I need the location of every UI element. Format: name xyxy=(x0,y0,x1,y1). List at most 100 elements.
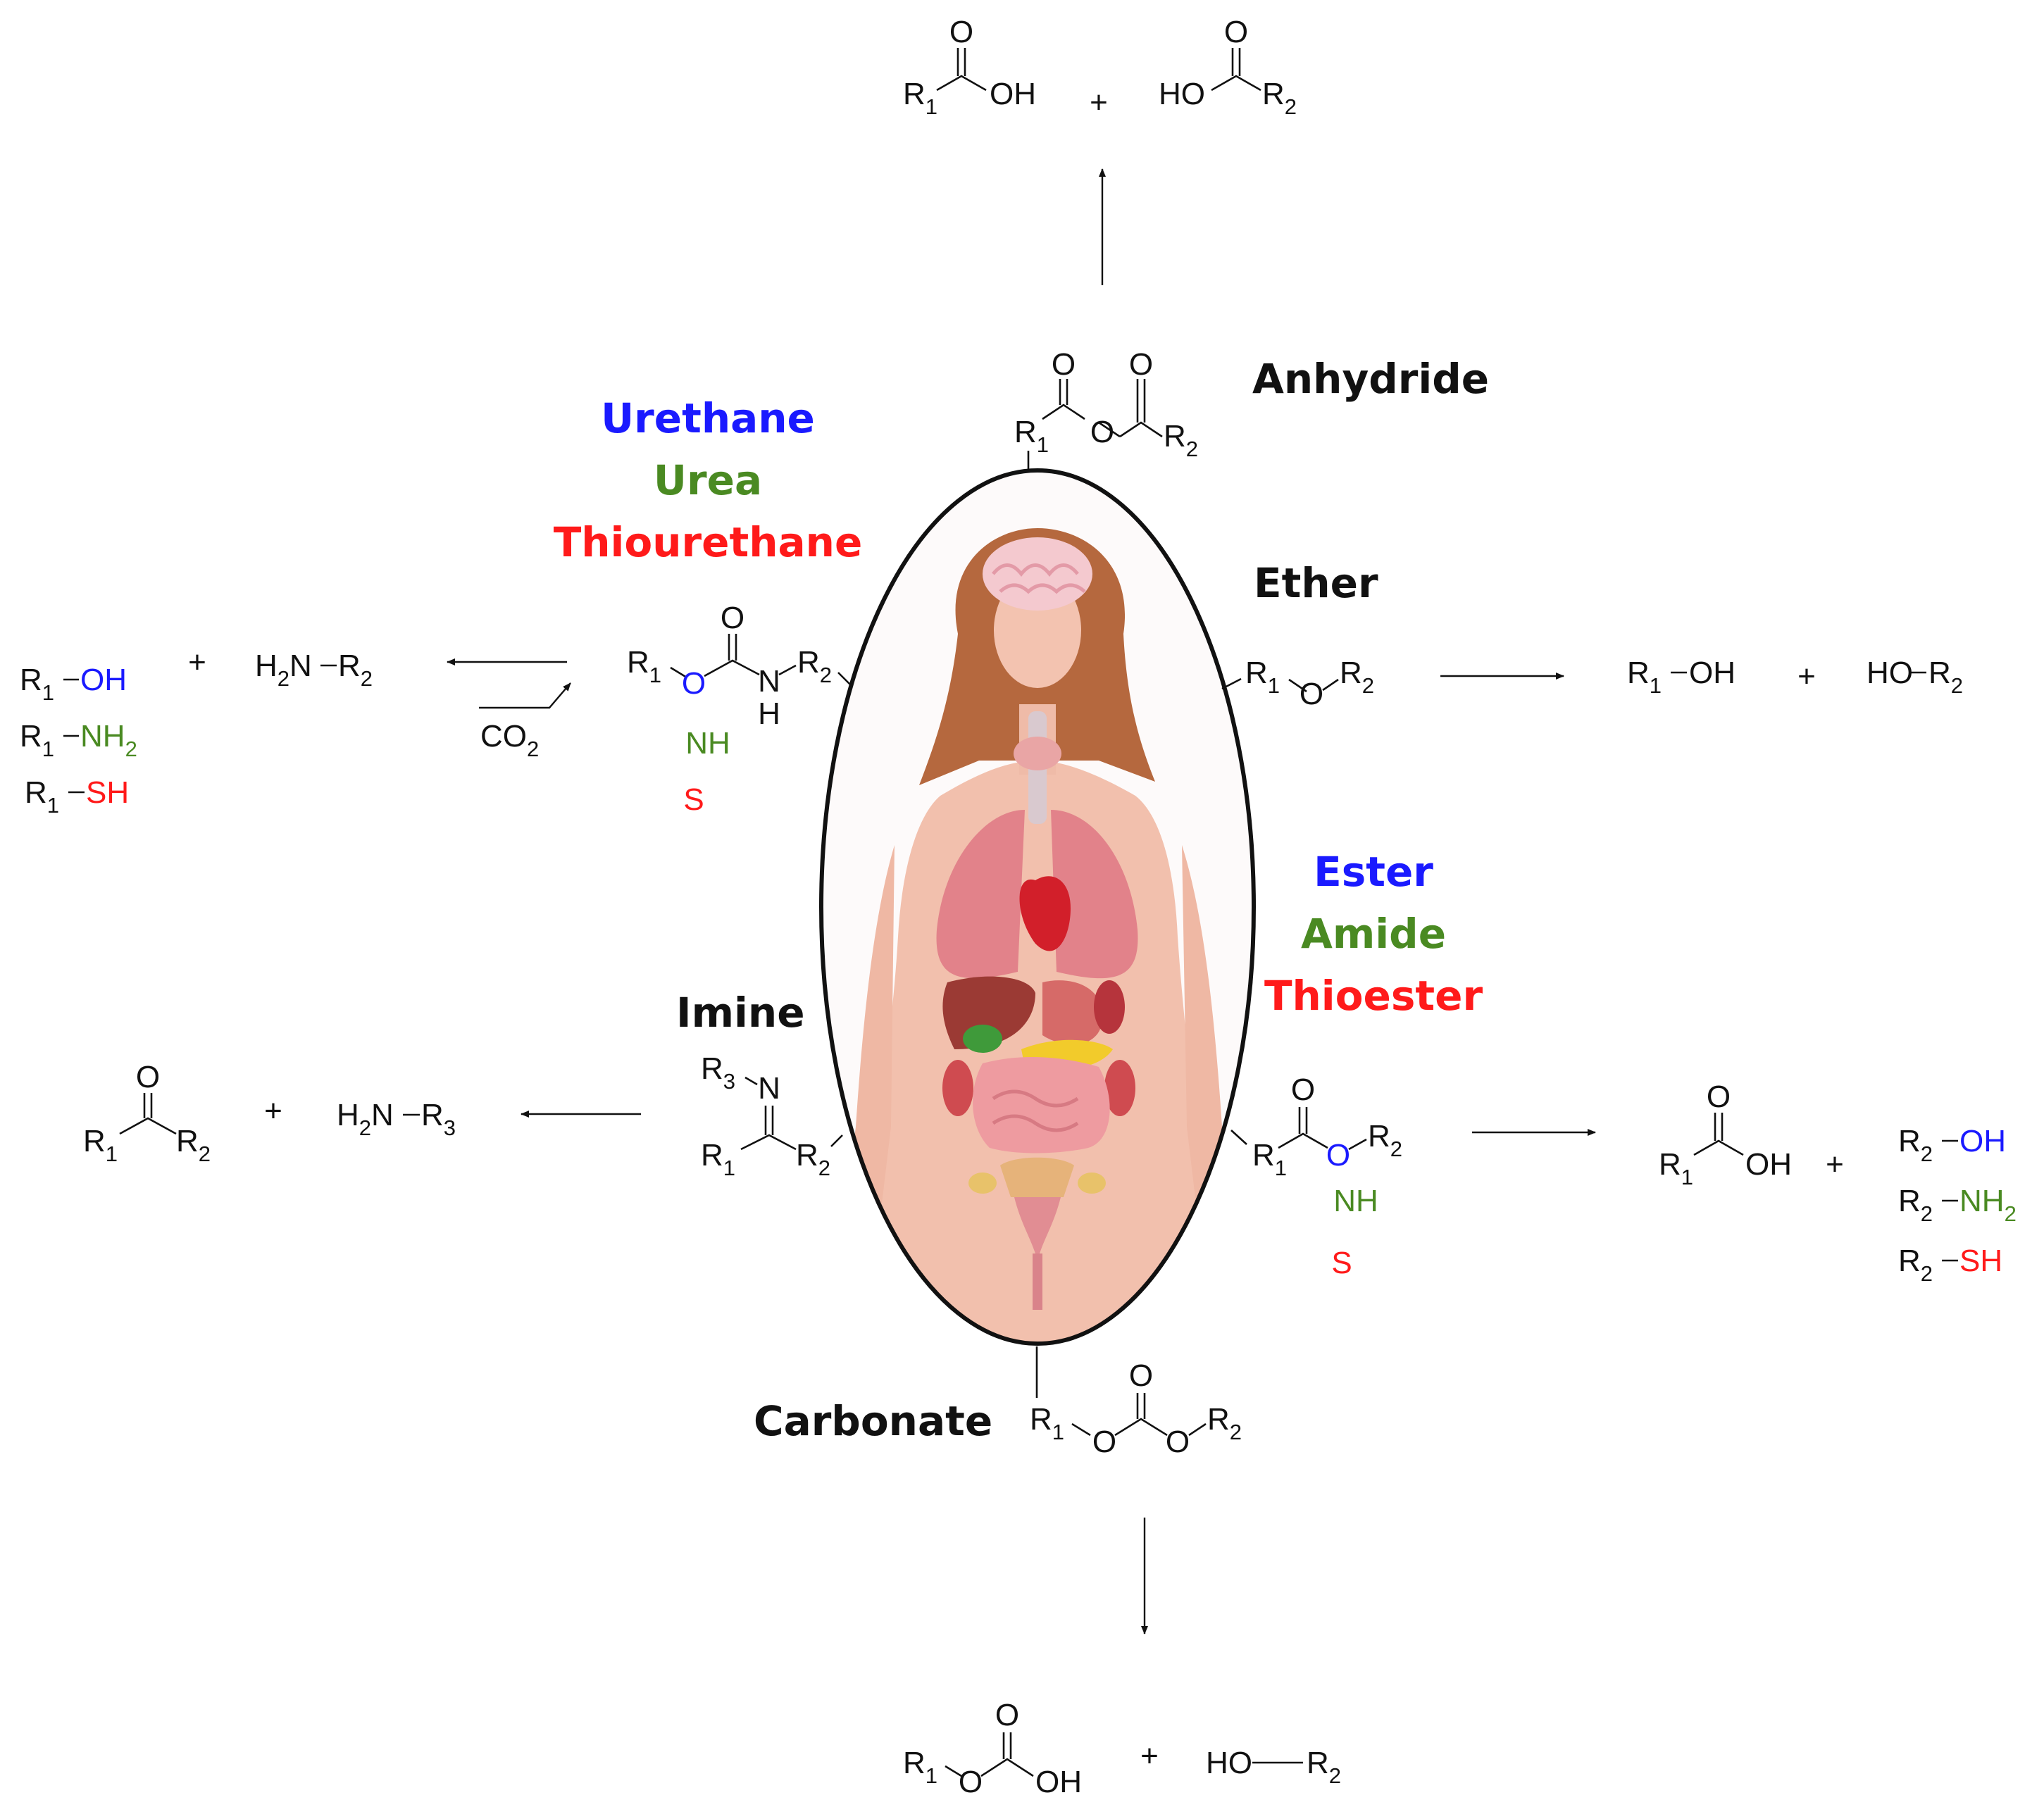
label-urea: Urea xyxy=(654,456,762,504)
carbonate-structure: R1 O O O R2 xyxy=(1030,1346,1242,1459)
label-thiourethane: Thiourethane xyxy=(554,518,863,566)
atom-oxygen: O xyxy=(1291,1073,1315,1107)
hydroxyl: OH xyxy=(1745,1147,1792,1182)
amine: NH2 xyxy=(1959,1184,2017,1226)
r-group: R1 xyxy=(903,77,937,119)
amine: H2N xyxy=(255,649,312,691)
r-group: R1 xyxy=(1014,415,1049,457)
atom-oxygen: O xyxy=(1224,15,1248,49)
r-group: R2 xyxy=(1307,1746,1341,1788)
amine: NH2 xyxy=(80,719,137,761)
r-group: R2 xyxy=(1262,77,1297,119)
ester-products: O R1 OH + R2 OH R2 NH2 R2 SH xyxy=(1659,1080,2017,1286)
co2-label: CO2 xyxy=(480,719,539,761)
amide-nh: NH xyxy=(1333,1184,1378,1218)
atom-oxygen: O xyxy=(1052,347,1076,382)
r-group: R2 xyxy=(1898,1184,1933,1226)
r-group: R1 xyxy=(903,1746,937,1788)
urethane-structure: R1 O O N H R2 NH S xyxy=(627,601,853,817)
thio-s: S xyxy=(1331,1246,1352,1280)
r-group: R2 xyxy=(1207,1402,1242,1444)
hydroxyl: OH xyxy=(1035,1765,1082,1799)
r-group: R2 xyxy=(338,649,373,691)
atom-oxygen: O xyxy=(1326,1138,1350,1173)
imine-products: O R1 R2 + H2N R3 xyxy=(83,1060,456,1166)
plus-sign: + xyxy=(1826,1147,1844,1182)
r-group: R2 xyxy=(1164,419,1198,461)
thiol: SH xyxy=(86,775,129,810)
atom-oxygen: O xyxy=(1707,1080,1731,1114)
r-group: R1 xyxy=(1252,1138,1287,1180)
r-group: R2 xyxy=(1340,656,1374,698)
r-group: R1 xyxy=(1659,1147,1693,1189)
r-group: R2 xyxy=(1928,656,1963,698)
r-group: R2 xyxy=(176,1124,211,1166)
atom-oxygen: O xyxy=(1300,677,1323,711)
atom-oxygen: O xyxy=(682,666,706,701)
plus-sign: + xyxy=(188,645,206,680)
label-ester: Ester xyxy=(1314,848,1433,896)
r-group: R1 xyxy=(1030,1402,1064,1444)
urethane-products: R1 OH R1 NH2 R1 SH + H2N R2 xyxy=(20,645,373,818)
atom-oxygen: O xyxy=(1092,1425,1116,1459)
ether-products: R1 OH + HO R2 xyxy=(1627,656,1963,698)
r-group: R1 xyxy=(83,1124,118,1166)
thio-s: S xyxy=(683,782,704,817)
atom-oxygen: O xyxy=(1166,1425,1190,1459)
atom-oxygen: O xyxy=(136,1060,160,1094)
label-urethane: Urethane xyxy=(601,394,815,442)
thiol: SH xyxy=(1959,1244,2002,1278)
plus-sign: + xyxy=(1090,85,1108,120)
plus-sign: + xyxy=(264,1094,282,1128)
anhydride-products: O R1 OH + O HO R2 xyxy=(903,15,1297,120)
label-anhydride: Anhydride xyxy=(1252,355,1489,403)
hydroxyl: OH xyxy=(80,663,127,697)
atom-oxygen: O xyxy=(1129,347,1153,382)
atom-oxygen: O xyxy=(1090,415,1114,449)
hydroxyl: HO xyxy=(1867,656,1913,690)
r-group: R1 xyxy=(627,645,661,687)
atom-oxygen: O xyxy=(721,601,744,635)
r-group: R3 xyxy=(701,1051,735,1094)
r-group: R1 xyxy=(20,719,54,761)
r-group: R2 xyxy=(1368,1119,1402,1161)
r-group: R1 xyxy=(1245,656,1280,698)
label-thioester: Thioester xyxy=(1264,972,1483,1020)
r-group: R1 xyxy=(25,775,59,818)
plus-sign: + xyxy=(1140,1739,1159,1773)
amine: H2N xyxy=(337,1098,394,1140)
atom-oxygen: O xyxy=(959,1765,983,1799)
r-group: R2 xyxy=(1898,1244,1933,1286)
urea-nh: NH xyxy=(685,726,730,761)
atom-oxygen: O xyxy=(949,15,973,49)
r-group: R1 xyxy=(20,663,54,705)
atom-nitrogen: N xyxy=(758,664,780,699)
human-body-illustration xyxy=(821,470,1254,1344)
anhydride-structure: O O O R1 R2 xyxy=(1014,347,1198,469)
ester-structure: R1 O O R2 NH S xyxy=(1230,1073,1402,1280)
label-ether: Ether xyxy=(1254,559,1378,607)
label-amide: Amide xyxy=(1301,910,1446,958)
arrow-co2-release xyxy=(479,682,571,709)
r-group: R3 xyxy=(421,1098,456,1140)
r-group: R2 xyxy=(797,645,832,687)
atom-oxygen: O xyxy=(1129,1358,1153,1393)
atom-hydrogen: H xyxy=(758,696,780,731)
label-imine: Imine xyxy=(676,989,805,1037)
r-group: R1 xyxy=(1627,656,1662,698)
r-group: R1 xyxy=(701,1138,735,1180)
hydroxyl: OH xyxy=(1959,1124,2006,1158)
body-oval-outline xyxy=(819,468,1256,1346)
atom-nitrogen: N xyxy=(758,1071,780,1106)
plus-sign: + xyxy=(1797,659,1816,694)
hydroxyl: HO xyxy=(1206,1746,1252,1780)
r-group: R2 xyxy=(796,1138,830,1180)
carbonate-products: R1 O O OH + HO R2 xyxy=(903,1698,1341,1799)
hydroxyl: OH xyxy=(1689,656,1735,690)
hydroxyl: OH xyxy=(990,77,1036,111)
label-carbonate: Carbonate xyxy=(754,1397,992,1445)
r-group: R2 xyxy=(1898,1124,1933,1166)
hydroxyl: HO xyxy=(1159,77,1205,111)
atom-oxygen: O xyxy=(995,1698,1019,1732)
